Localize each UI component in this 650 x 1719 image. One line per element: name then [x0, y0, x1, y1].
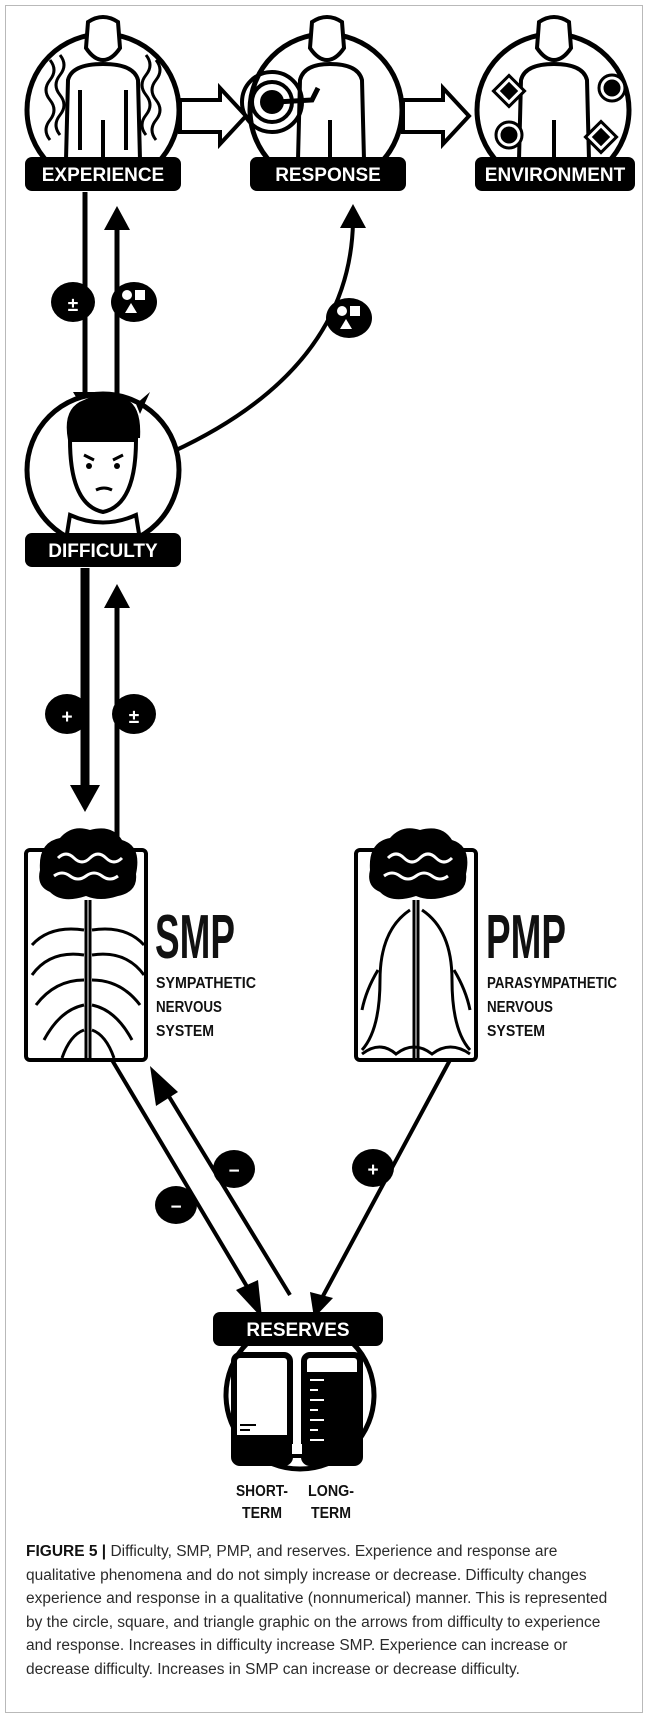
- smp-line3: SYSTEM: [156, 1023, 214, 1040]
- plus-badge: +: [352, 1149, 394, 1187]
- caption-label: FIGURE 5 |: [26, 1543, 106, 1560]
- smp-line2: NERVOUS: [156, 999, 222, 1016]
- qualitative-shapes-badge: [111, 282, 157, 322]
- pmp-line3: SYSTEM: [487, 1023, 545, 1040]
- environment-node: ENVIRONMENT: [475, 17, 635, 191]
- response-to-environment-arrow: [403, 88, 469, 144]
- pmp-line1: PARASYMPATHETIC: [487, 975, 617, 992]
- qualitative-shapes-badge: [326, 298, 372, 338]
- experience-label: EXPERIENCE: [42, 165, 164, 186]
- experience-node: EXPERIENCE: [25, 17, 181, 191]
- smp-panel: [26, 828, 146, 1060]
- caption-text: Difficulty, SMP, PMP, and reserves. Expe…: [26, 1543, 607, 1678]
- svg-text:±: ±: [68, 295, 78, 316]
- pmp-panel: [356, 828, 476, 1060]
- brain-icon: [369, 828, 467, 899]
- long-term-line2: TERM: [311, 1505, 351, 1522]
- smp-line1: SYMPATHETIC: [156, 975, 256, 992]
- short-term-tank-icon: [234, 1355, 290, 1463]
- long-term-line1: LONG-: [308, 1483, 354, 1500]
- reserves-label: RESERVES: [246, 1320, 349, 1341]
- reserves-node: RESERVES: [213, 1312, 383, 1469]
- pmp-line2: NERVOUS: [487, 999, 553, 1016]
- svg-text:+: +: [367, 1160, 378, 1181]
- plus-minus-badge: ±: [51, 282, 95, 322]
- experience-to-response-arrow: [180, 88, 246, 144]
- short-term-line2: TERM: [242, 1505, 282, 1522]
- difficulty-node: DIFFICULTY: [25, 392, 181, 567]
- response-node: RESPONSE: [242, 17, 406, 191]
- svg-text:−: −: [170, 1197, 181, 1218]
- svg-text:±: ±: [129, 707, 139, 728]
- response-label: RESPONSE: [275, 165, 381, 186]
- minus-badge: −: [213, 1150, 255, 1188]
- svg-text:+: +: [61, 707, 72, 728]
- difficulty-label: DIFFICULTY: [48, 541, 158, 562]
- plus-minus-badge: ±: [112, 694, 156, 734]
- short-term-line1: SHORT-: [236, 1483, 288, 1500]
- diagram: EXPERIENCE RESPONSE: [0, 0, 650, 1540]
- brain-icon: [39, 828, 137, 899]
- environment-label: ENVIRONMENT: [485, 165, 626, 186]
- difficulty-to-response-arrow: [172, 222, 353, 452]
- long-term-tank-icon: [304, 1355, 360, 1463]
- plus-badge: +: [45, 694, 89, 734]
- pmp-abbr: PMP: [486, 903, 566, 972]
- smp-abbr: SMP: [155, 903, 235, 972]
- figure-caption: FIGURE 5 | Difficulty, SMP, PMP, and res…: [26, 1540, 618, 1681]
- svg-text:−: −: [228, 1161, 239, 1182]
- minus-badge: −: [155, 1186, 197, 1224]
